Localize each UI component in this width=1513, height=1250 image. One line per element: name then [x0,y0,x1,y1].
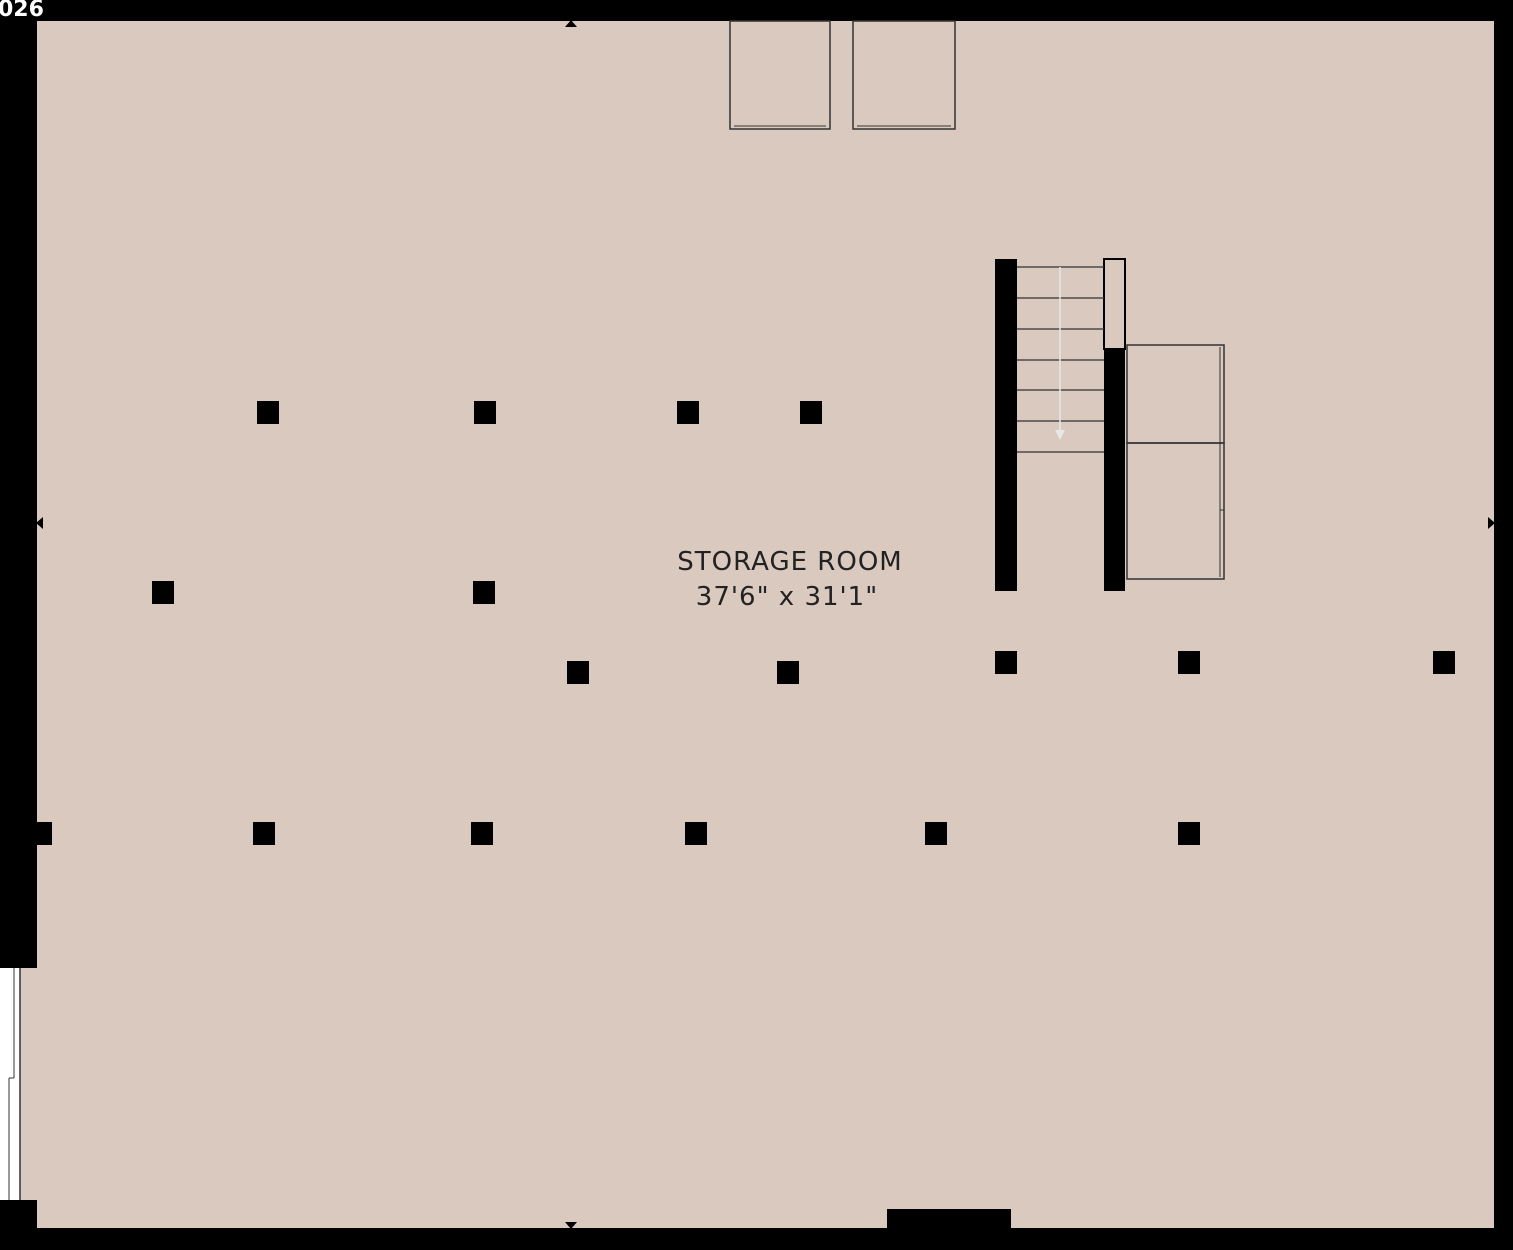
wall-top [0,0,1513,21]
column [257,401,279,424]
wall-bottom [0,1228,1513,1250]
column [685,822,707,845]
corner-label: 026 [0,0,44,22]
storage-room-floor [37,21,1495,1228]
staircase [995,258,1126,591]
side-cabinet [1126,344,1225,580]
column [1178,651,1200,674]
support-columns [35,401,1455,845]
dimension-arrow-top [565,20,577,27]
column [152,581,174,604]
top-fixture-left [729,20,831,130]
dimension-arrow-left [36,517,43,529]
column [800,401,822,424]
stair-wall-left [995,259,1017,591]
column [777,661,799,684]
stair-rail-right-upper [1103,258,1126,350]
room-name-label: STORAGE ROOM [677,547,902,577]
column [1433,651,1455,674]
column [35,822,52,845]
column [925,822,947,845]
wall-left-lower [0,1200,37,1250]
column [473,581,495,604]
stair-arrow-head-icon [1055,430,1065,440]
column [567,661,589,684]
wall-left-upper [0,0,37,968]
room-dimensions-label: 37'6" x 31'1" [696,582,878,612]
column [677,401,699,424]
stair-wall-right [1104,349,1125,591]
column [995,651,1017,674]
column [1178,822,1200,845]
wall-bottom-thick-segment [887,1209,1011,1229]
column [471,822,493,845]
top-fixture-right [852,20,956,130]
column [253,822,275,845]
column [474,401,496,424]
left-door-opening [0,968,37,1200]
dimension-arrow-right [1488,517,1495,529]
wall-right [1494,0,1513,1250]
dimension-arrow-bottom [565,1222,577,1229]
